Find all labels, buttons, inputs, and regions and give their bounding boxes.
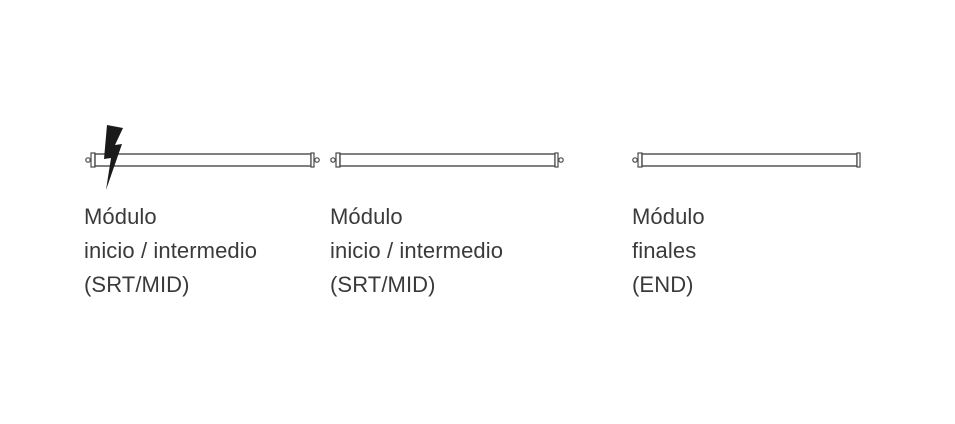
module-label-line3: (SRT/MID) — [84, 272, 190, 297]
connector-left-icon — [632, 157, 638, 163]
module-label-line1: Módulo — [84, 204, 157, 229]
module-label-line1: Módulo — [330, 204, 403, 229]
module-label: Módulo inicio / intermedio (SRT/MID) — [330, 200, 610, 302]
connector-left-icon — [85, 157, 91, 163]
module-label: Módulo inicio / intermedio (SRT/MID) — [84, 200, 364, 302]
led-bar-body — [94, 153, 312, 167]
module-label-line3: (SRT/MID) — [330, 272, 436, 297]
led-bar-body — [641, 153, 858, 167]
connector-left-icon — [330, 157, 336, 163]
connector-right-icon — [314, 157, 320, 163]
end-cap-right — [310, 152, 315, 168]
module-end: Módulo finales (END) — [632, 120, 912, 302]
end-cap-right — [554, 152, 559, 168]
module-label-line3: (END) — [632, 272, 694, 297]
connector-right-icon — [558, 157, 564, 163]
module-start-intermediate: Módulo inicio / intermedio (SRT/MID) — [330, 120, 610, 302]
lightning-bolt-icon — [104, 125, 123, 190]
module-label-line2: inicio / intermedio — [84, 238, 258, 263]
module-label-line2: finales — [632, 238, 697, 263]
module-label: Módulo finales (END) — [632, 200, 912, 302]
end-cap-right — [856, 152, 861, 168]
led-bar-diagram — [330, 152, 564, 168]
module-start-intermediate-powered: Módulo inicio / intermedio (SRT/MID) — [84, 120, 364, 302]
led-bar-diagram — [632, 152, 861, 168]
module-label-line1: Módulo — [632, 204, 705, 229]
led-bar-body — [339, 153, 556, 167]
led-bar-diagram — [85, 125, 320, 190]
module-label-line2: inicio / intermedio — [330, 238, 504, 263]
